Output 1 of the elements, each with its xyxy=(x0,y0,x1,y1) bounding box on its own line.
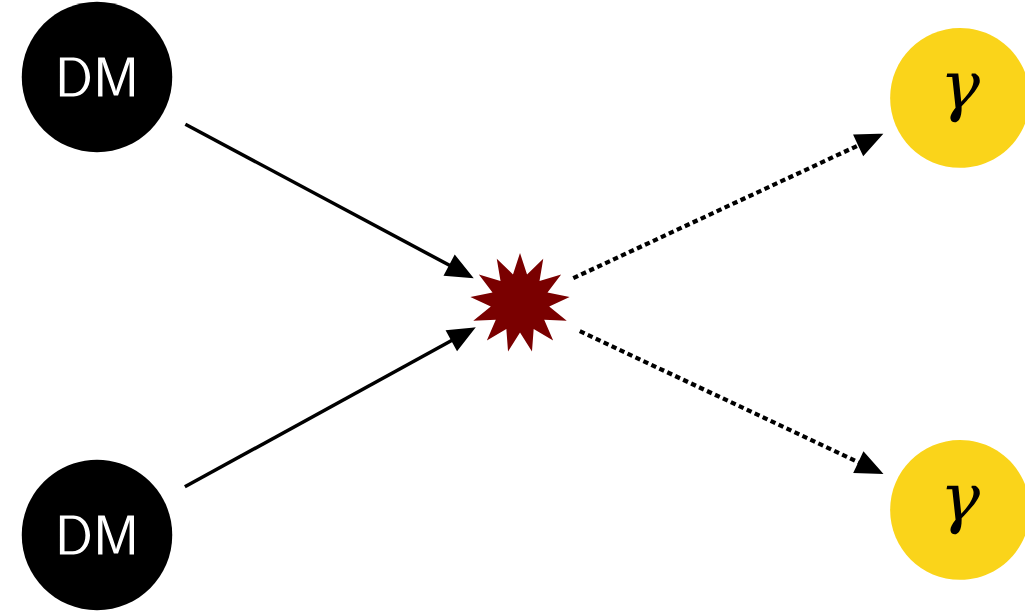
collision-starburst xyxy=(470,253,570,352)
